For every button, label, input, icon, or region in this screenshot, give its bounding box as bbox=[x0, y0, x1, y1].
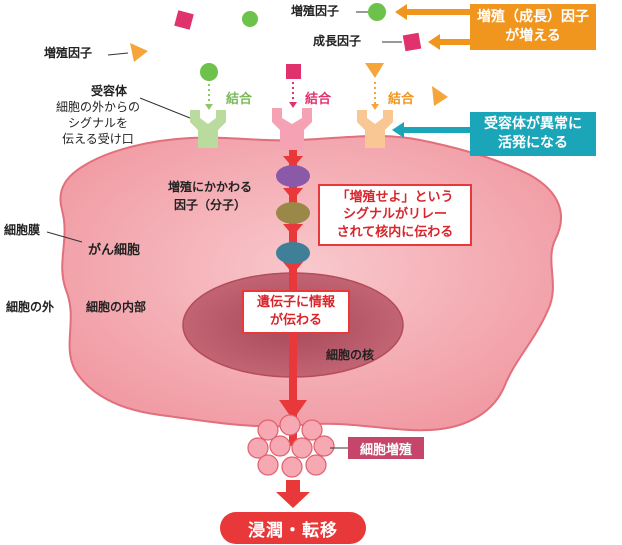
signal-relay-box: 「増殖せよ」というシグナルがリレーされて核内に伝わる bbox=[318, 184, 472, 246]
green-circle-factor-icon bbox=[200, 3, 386, 81]
callout-factor-increase-line2: が増える bbox=[505, 28, 561, 44]
cell-cluster-icon bbox=[247, 414, 335, 478]
relay-molecule-icon bbox=[276, 165, 310, 264]
gene-info-line1: 遺伝子に情報 bbox=[256, 295, 335, 311]
callout-receptor-abnormal: 受容体が異常に活発になる bbox=[470, 112, 596, 156]
signal-relay-line1: 「増殖せよ」という bbox=[336, 189, 454, 205]
callout-factor-increase-line1: 増殖（成長）因子 bbox=[477, 9, 589, 26]
orange-triangle-factor-icon bbox=[130, 43, 448, 106]
binding-label-green: 結合 bbox=[226, 92, 253, 107]
receptor-desc-2: シグナルを bbox=[67, 116, 128, 130]
growth-factor-label-left: 増殖因子 bbox=[44, 46, 93, 60]
arrow-icon bbox=[392, 122, 470, 138]
callout-receptor-abnormal-line2: 活発になる bbox=[498, 135, 568, 151]
receptor-desc-3: 伝える受け口 bbox=[62, 132, 134, 146]
cell-membrane-label: 細胞膜 bbox=[4, 223, 41, 237]
gene-info-box: 遺伝子に情報が伝わる bbox=[242, 290, 350, 334]
arrow-icon bbox=[395, 4, 470, 20]
cell-proliferation-label: 細胞増殖 bbox=[348, 437, 424, 459]
receptor-icon bbox=[190, 108, 393, 150]
binding-label-magenta: 結合 bbox=[305, 92, 332, 107]
cancer-cell-label: がん細胞 bbox=[88, 243, 141, 258]
signal-relay-line2: シグナルがリレー bbox=[342, 207, 447, 223]
outcome-badge: 浸潤・転移 bbox=[220, 512, 366, 544]
growth-factor-label-top: 増殖因子 bbox=[291, 4, 340, 18]
outside-cell-label: 細胞の外 bbox=[6, 300, 55, 314]
arrow-icon bbox=[428, 34, 470, 50]
signal-relay-line3: されて核内に伝わる bbox=[336, 224, 454, 240]
magenta-square-factor-icon bbox=[174, 10, 422, 79]
inside-cell-label: 細胞の内部 bbox=[86, 300, 147, 314]
receptor-title: 受容体 bbox=[90, 84, 127, 98]
growth-factor-label-mid: 成長因子 bbox=[313, 34, 362, 48]
relay-proteins-label-2: 因子（分子） bbox=[173, 198, 246, 212]
callout-factor-increase: 増殖（成長）因子が増える bbox=[470, 4, 596, 50]
receptor-desc-1: 細胞の外からの bbox=[55, 100, 140, 114]
binding-label-orange: 結合 bbox=[388, 92, 415, 107]
gene-info-line2: が伝わる bbox=[269, 313, 322, 328]
callout-receptor-abnormal-line1: 受容体が異常に bbox=[484, 116, 582, 133]
relay-proteins-label-1: 増殖にかかわる bbox=[167, 180, 252, 194]
nucleus-label: 細胞の核 bbox=[326, 348, 375, 362]
